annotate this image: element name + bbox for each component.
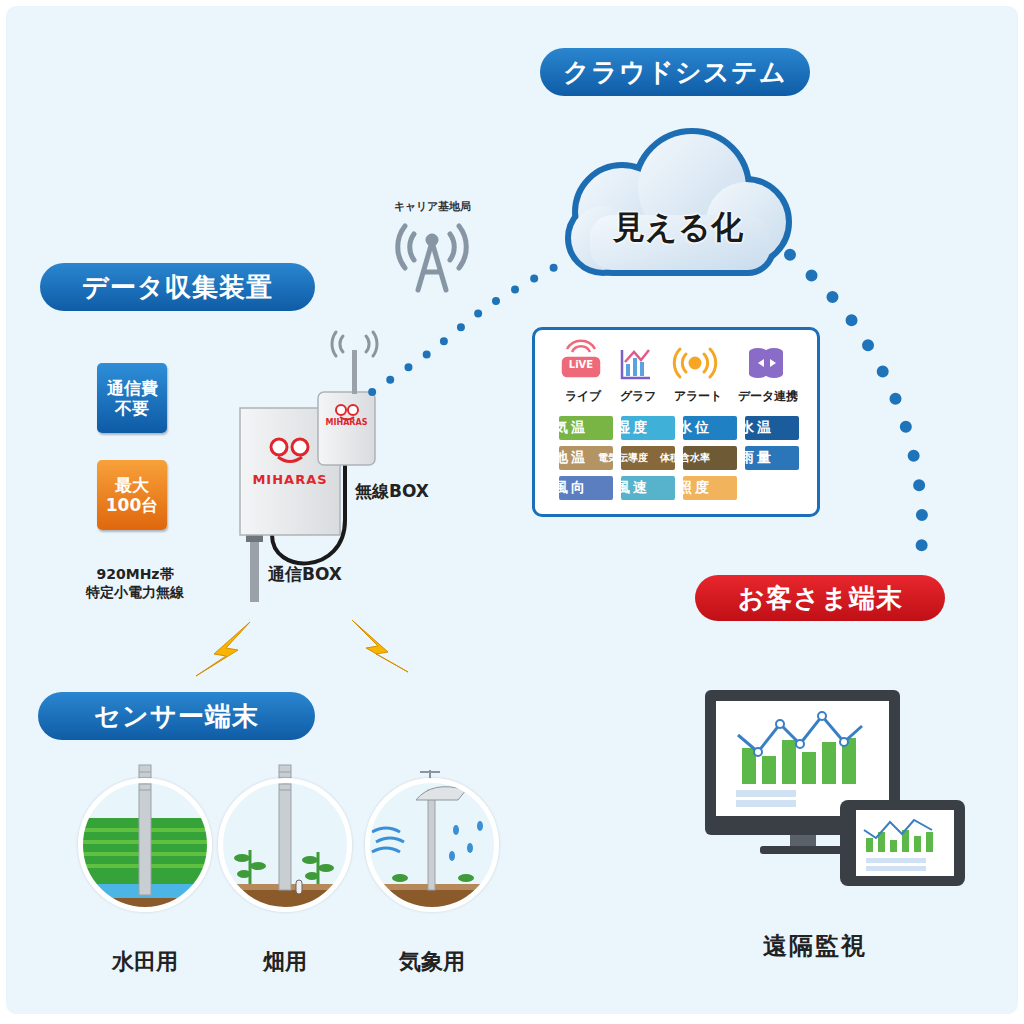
node-text: 体積含水率 <box>660 451 710 465</box>
cloud-node: 見える化 <box>565 140 790 275</box>
lightning-icon <box>196 620 408 676</box>
node-text: 水位 <box>678 419 712 437</box>
sensor-tag: 湿度 <box>621 416 675 440</box>
alert-icon <box>674 349 715 377</box>
node-text: クラウドシステム <box>563 55 787 90</box>
sensor-tag: 風速 <box>621 476 675 500</box>
node-caption: 気象用 <box>350 947 514 977</box>
sensor-tag: 気温 <box>559 416 613 440</box>
sensor-tag: 風向 <box>559 476 613 500</box>
node-text: 雨量 <box>740 449 774 467</box>
sensor-circle: 水田用 <box>78 778 212 912</box>
dotted-connector <box>790 255 922 575</box>
node-text: MIHARAS <box>240 472 340 487</box>
dotted-connector <box>372 262 565 393</box>
live-icon-text: LiVE <box>563 359 599 372</box>
node-text: 通信費 不要 <box>99 378 165 419</box>
node-text: 電気伝導度 <box>598 451 648 465</box>
graph-icon <box>622 350 650 378</box>
node-caption: 遠隔監視 <box>705 930 925 962</box>
node-text: 風速 <box>616 479 650 497</box>
feature-panel: ライブグラフアラートデータ連携気温湿度水位水温地温電気伝導度体積含水率雨量風向風… <box>532 327 820 517</box>
node-text: 気温 <box>554 419 588 437</box>
comm-box: MIHARAS通信BOX <box>240 408 340 535</box>
background <box>6 6 1018 1014</box>
title-pill: クラウドシステム <box>540 48 810 96</box>
data-link-icon <box>749 348 783 378</box>
feature-badge: 通信費 不要 <box>97 363 167 433</box>
sensor-tag: 照度 <box>683 476 737 500</box>
node-caption: 無線BOX <box>355 480 429 503</box>
monitor-illustration <box>705 690 965 886</box>
sensor-poles <box>139 765 466 895</box>
title-pill: データ収集装置 <box>40 263 315 311</box>
node-text: 見える化 <box>613 206 743 250</box>
node-text: アラート <box>674 388 722 405</box>
node-text: データ収集装置 <box>82 270 273 305</box>
feature-badge: 最大 100台 <box>97 460 167 530</box>
node-text: ライブ <box>565 388 601 405</box>
wireless-box: MIHARAS無線BOX <box>318 392 375 465</box>
node-caption: 水田用 <box>63 947 227 977</box>
sensor-tag: 雨量 <box>745 446 799 470</box>
title-pill: お客さま端末 <box>695 575 945 621</box>
station-label: キャリア基地局 <box>372 200 492 214</box>
node-text: データ連携 <box>738 388 798 405</box>
monitor-node: 遠隔監視 <box>705 690 965 885</box>
sensor-tag: 水温 <box>745 416 799 440</box>
sensor-circle: 気象用 <box>365 778 499 912</box>
node-text: 最大 100台 <box>99 475 165 516</box>
title-pill: センサー端末 <box>38 692 315 740</box>
cloud-shape <box>571 134 786 270</box>
node-text: グラフ <box>620 388 656 405</box>
node-text: 湿度 <box>616 419 650 437</box>
antenna-icon <box>398 226 467 290</box>
radio-note: 920MHz帯 特定小電力無線 <box>78 566 192 601</box>
node-text: 風向 <box>554 479 588 497</box>
node-text: 水温 <box>740 419 774 437</box>
node-text: お客さま端末 <box>738 581 903 616</box>
sensor-tag: 体積含水率 <box>683 446 737 470</box>
live-icon <box>563 341 599 376</box>
sensor-tag: 水位 <box>683 416 737 440</box>
data-collector-device <box>240 332 377 602</box>
weather-scene <box>362 775 502 918</box>
node-caption: 畑用 <box>203 947 367 977</box>
node-caption: 通信BOX <box>268 563 342 586</box>
node-text: MIHARAS <box>318 418 375 427</box>
sensor-circle: 畑用 <box>218 778 352 912</box>
node-text: 照度 <box>678 479 712 497</box>
node-text: 地温 <box>554 449 588 467</box>
node-text: センサー端末 <box>94 699 259 734</box>
panel-ground <box>533 328 819 516</box>
